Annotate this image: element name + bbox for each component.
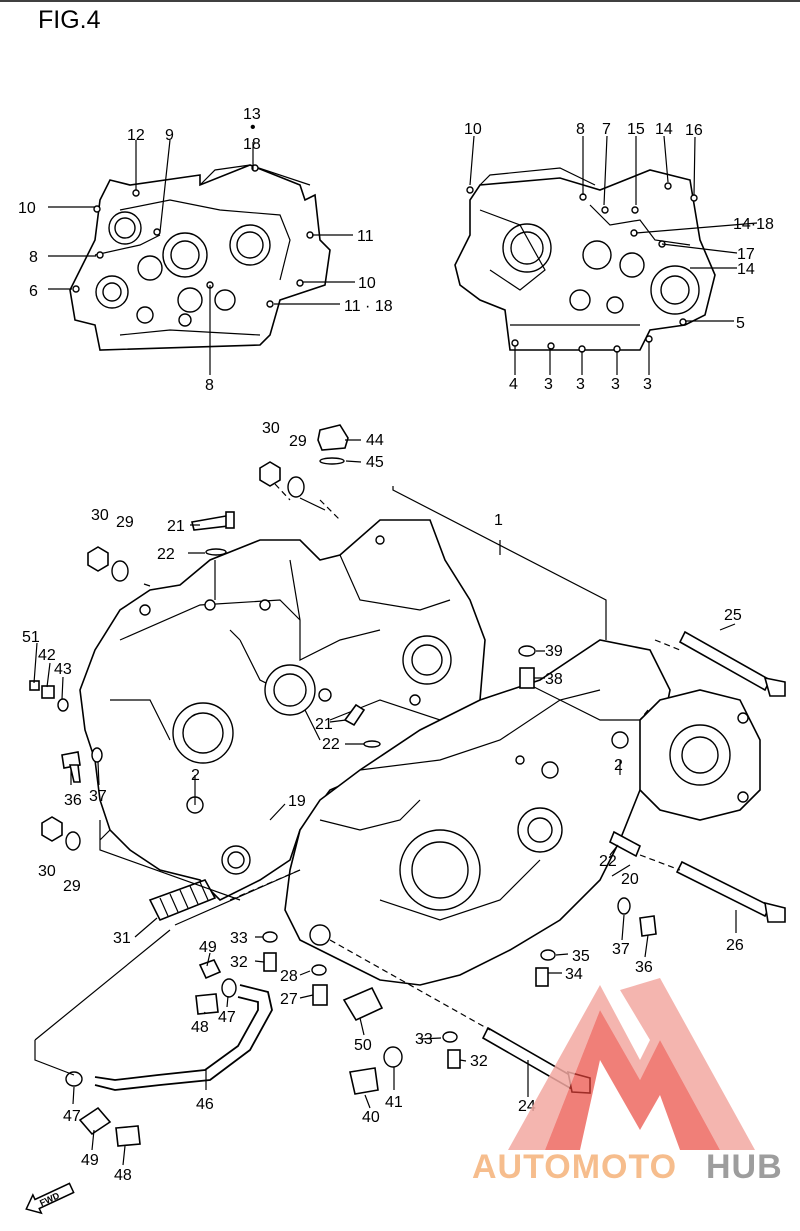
label-42: 42 [38,647,56,664]
label-48b: 48 [114,1167,132,1184]
label-20: 20 [621,871,639,888]
label-50: 50 [354,1037,372,1054]
leader-lines [33,135,758,1166]
label-22b: 22 [322,736,340,753]
automotohub-logo: AUTOMOTO HUB [472,978,783,1186]
label-14b: 14 [737,261,755,278]
label-29b: 29 [116,514,134,531]
label-44: 44 [366,432,384,449]
label-8b: 8 [205,377,214,394]
label-3a: 3 [544,376,553,393]
label-41: 41 [385,1094,403,1111]
label-46: 46 [196,1096,214,1113]
label-38: 38 [545,671,563,688]
logo-text-automoto: AUTOMOTO [472,1148,677,1186]
label-45: 45 [366,454,384,471]
label-9: 9 [165,127,174,144]
label-47a: 47 [218,1009,236,1026]
label-7: 7 [602,121,611,138]
label-10: 10 [18,200,36,217]
label-17: 17 [737,246,755,263]
label-8: 8 [29,249,38,266]
label-39: 39 [545,643,563,660]
label-5: 5 [736,315,745,332]
part-labels: 13 • 18 12 9 10 8 6 11 10 11 · 18 8 10 8… [18,106,774,1184]
label-26: 26 [726,937,744,954]
label-3c: 3 [611,376,620,393]
label-25: 25 [724,607,742,624]
label-4: 4 [509,376,518,393]
label-3b: 3 [576,376,585,393]
label-21a: 21 [167,518,185,535]
label-11-18: 11 · 18 [344,298,393,315]
label-37b: 37 [612,941,630,958]
label-13: 13 [243,106,261,123]
label-19: 19 [288,793,306,810]
label-29a: 29 [289,433,307,450]
label-1: 1 [494,512,503,529]
label-14: 14 [655,121,673,138]
main-crankcase [79,519,761,986]
label-3d: 3 [643,376,652,393]
label-34: 34 [565,966,583,983]
label-47b: 47 [63,1108,81,1125]
label-8c: 8 [576,121,585,138]
label-36a: 36 [64,792,82,809]
label-10b: 10 [358,275,376,292]
label-22a: 22 [157,546,175,563]
label-16: 16 [685,122,703,139]
label-30c: 30 [38,863,56,880]
label-18: 18 [243,136,261,153]
label-2b: 2 [614,757,623,774]
right-case-detail [454,167,716,353]
label-30b: 30 [91,507,109,524]
label-2a: 2 [191,767,200,784]
label-dot-13-18: • [250,119,256,136]
label-31: 31 [113,930,131,947]
label-32a: 32 [230,954,248,971]
label-10c: 10 [464,121,482,138]
figure-title: FIG.4 [38,6,101,34]
label-43: 43 [54,661,72,678]
label-14-18: 14·18 [733,216,774,233]
label-49a: 49 [199,939,217,956]
label-27: 27 [280,991,298,1008]
label-37a: 37 [89,788,107,805]
label-30a: 30 [262,420,280,437]
label-36b: 36 [635,959,653,976]
left-case-detail [69,164,331,351]
fwd-badge: FWD [25,1182,75,1215]
label-33a: 33 [230,930,248,947]
label-12: 12 [127,127,145,144]
logo-text-hub: HUB [706,1148,783,1186]
label-49b: 49 [81,1152,99,1169]
label-22c: 22 [599,853,617,870]
label-48a: 48 [191,1019,209,1036]
label-33b: 33 [415,1031,433,1048]
label-11: 11 [357,228,374,245]
label-29c: 29 [63,878,81,895]
label-51: 51 [22,629,40,646]
label-21b: 21 [315,716,333,733]
label-35: 35 [572,948,590,965]
label-15: 15 [627,121,645,138]
label-40: 40 [362,1109,380,1126]
label-32b: 32 [470,1053,488,1070]
label-28: 28 [280,968,298,985]
label-6: 6 [29,283,38,300]
